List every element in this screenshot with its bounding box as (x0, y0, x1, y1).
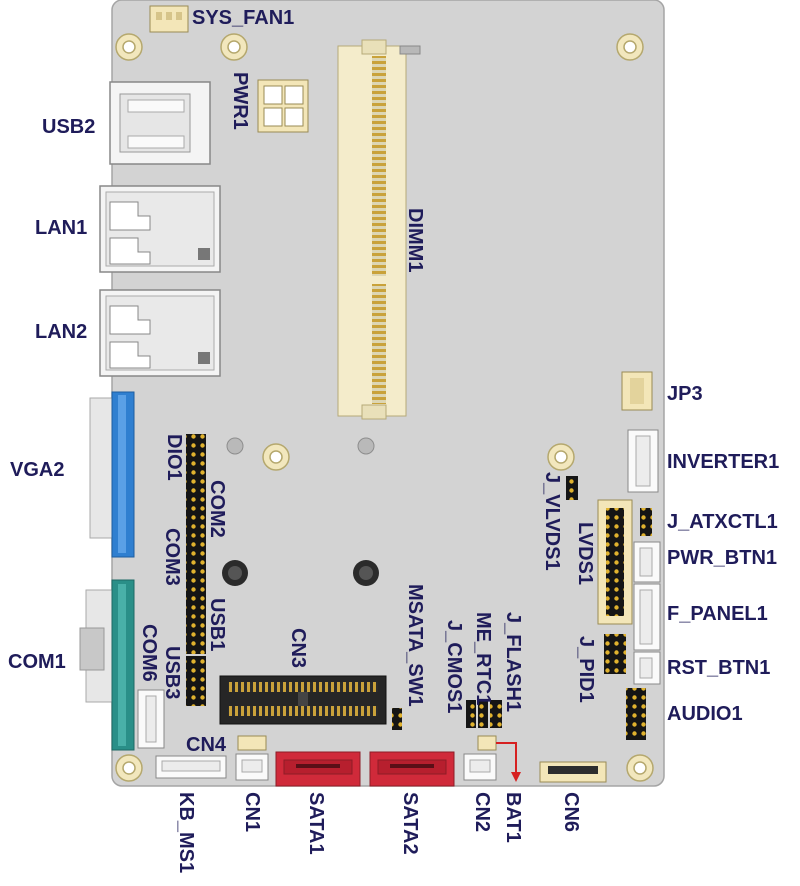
mounting-holes (115, 33, 654, 782)
lvds1-connector (597, 499, 633, 625)
label-usb1: USB1 (206, 598, 228, 652)
pwr-btn1-connector (633, 541, 661, 583)
inverter1-connector (627, 429, 659, 493)
cn4-connector (237, 735, 267, 751)
msata-standoffs (222, 560, 379, 586)
label-com3: COM3 (161, 528, 183, 586)
lan1-port (99, 185, 221, 273)
label-usb3: USB3 (161, 646, 183, 700)
msata-sw1-jumper (392, 708, 402, 730)
label-j-flash1: J_FLASH1 (502, 612, 524, 713)
label-me-rtc1: ME_RTC1 (472, 612, 494, 706)
label-com6: COM6 (138, 624, 160, 682)
j-vlvds1-jumper (566, 476, 578, 500)
dimm1-socket (337, 39, 421, 420)
f-panel1-connector (633, 583, 661, 651)
sata2-connector (369, 751, 455, 787)
cn1-connector (235, 753, 269, 781)
label-cn3: CN3 (287, 628, 309, 669)
label-msata-sw1: MSATA_SW1 (404, 584, 426, 707)
bat1-connector (477, 735, 521, 782)
sys-fan1-connector (149, 5, 189, 33)
usb2-port (109, 81, 211, 165)
label-cn2: CN2 (471, 792, 493, 833)
usb3-header (186, 656, 206, 706)
j-pid1-jumper (604, 634, 626, 674)
label-jp3: JP3 (667, 383, 703, 405)
label-j-pid1: J_PID1 (575, 636, 597, 703)
label-com2: COM2 (206, 480, 228, 538)
label-j-atxctl1: J_ATXCTL1 (667, 511, 778, 533)
label-lan2: LAN2 (35, 321, 88, 343)
j-cmos1-jumper (466, 700, 476, 728)
label-bat1: BAT1 (502, 792, 524, 843)
label-lan1: LAN1 (35, 217, 88, 239)
cn2-connector (463, 753, 497, 781)
label-cn4: CN4 (186, 734, 227, 756)
standoffs (226, 437, 375, 455)
sata1-connector (275, 751, 361, 787)
usb1-header (186, 598, 206, 648)
com1-connector (79, 579, 135, 751)
label-sata2: SATA2 (399, 792, 421, 855)
label-f-panel1: F_PANEL1 (667, 603, 768, 625)
label-cn6: CN6 (560, 792, 582, 833)
label-com1: COM1 (8, 651, 66, 673)
lan2-port (99, 289, 221, 377)
label-pwr1: PWR1 (229, 72, 251, 130)
label-sys-fan1: SYS_FAN1 (192, 7, 295, 29)
label-j-cmos1: J_CMOS1 (443, 620, 465, 714)
rst-btn1-connector (633, 651, 661, 685)
kb-ms1-connector (155, 755, 227, 779)
label-usb2: USB2 (42, 116, 96, 138)
audio1-header (626, 688, 646, 740)
label-audio1: AUDIO1 (667, 703, 743, 725)
label-dio1: DIO1 (163, 434, 185, 481)
label-lvds1: LVDS1 (574, 522, 596, 585)
label-sata1: SATA1 (305, 792, 327, 855)
label-rst-btn1: RST_BTN1 (667, 657, 771, 679)
cn3-slot (219, 675, 387, 725)
label-dimm1: DIMM1 (404, 208, 426, 273)
j-flash1-jumper (490, 700, 502, 728)
vga2-connector (89, 391, 135, 558)
label-cn1: CN1 (241, 792, 263, 833)
label-inverter1: INVERTER1 (667, 451, 780, 473)
j-atxctl1-jumper (640, 508, 652, 536)
label-vga2: VGA2 (10, 459, 65, 481)
com6-connector (137, 689, 165, 749)
label-kb-ms1: KB_MS1 (175, 792, 197, 874)
me-rtc1-jumper (478, 700, 488, 728)
jp3-connector (621, 371, 653, 411)
label-pwr-btn1: PWR_BTN1 (667, 547, 778, 569)
cn6-connector (539, 761, 607, 783)
label-j-vlvds1: J_VLVDS1 (541, 472, 563, 571)
pwr1-connector (257, 79, 309, 133)
